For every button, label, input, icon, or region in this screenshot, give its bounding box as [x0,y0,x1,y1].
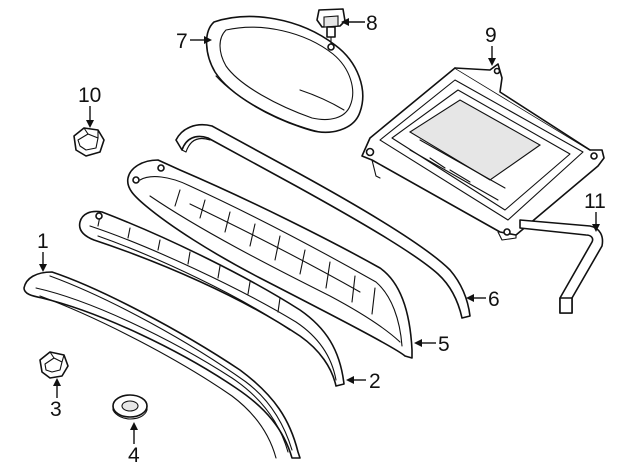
part-7-lamp [205,15,364,134]
part-3-nut [39,351,69,379]
callout-8: 8 [366,12,378,35]
part-6-seal [175,124,471,319]
callout-7: 7 [176,30,188,53]
callout-3: 3 [50,398,62,421]
part-5-frame [126,159,413,359]
callout-4: 4 [128,444,140,467]
leader-lines [39,18,600,444]
part-9-housing [361,63,605,241]
callout-10: 10 [78,84,101,107]
part-11-tube [519,219,604,314]
callout-11: 11 [584,190,606,213]
callout-1: 1 [37,230,49,253]
callout-5: 5 [438,333,450,356]
part-1-panel [23,271,301,459]
part-2-trim [78,210,345,387]
part-10-nut [73,127,105,157]
callout-9: 9 [485,24,497,47]
callout-6: 6 [488,288,500,311]
callout-2: 2 [369,370,381,393]
part-4-washer [112,394,148,420]
part-8-clip [316,8,346,51]
callout-labels: 7 8 9 10 1 2 3 4 5 6 11 [37,12,606,467]
